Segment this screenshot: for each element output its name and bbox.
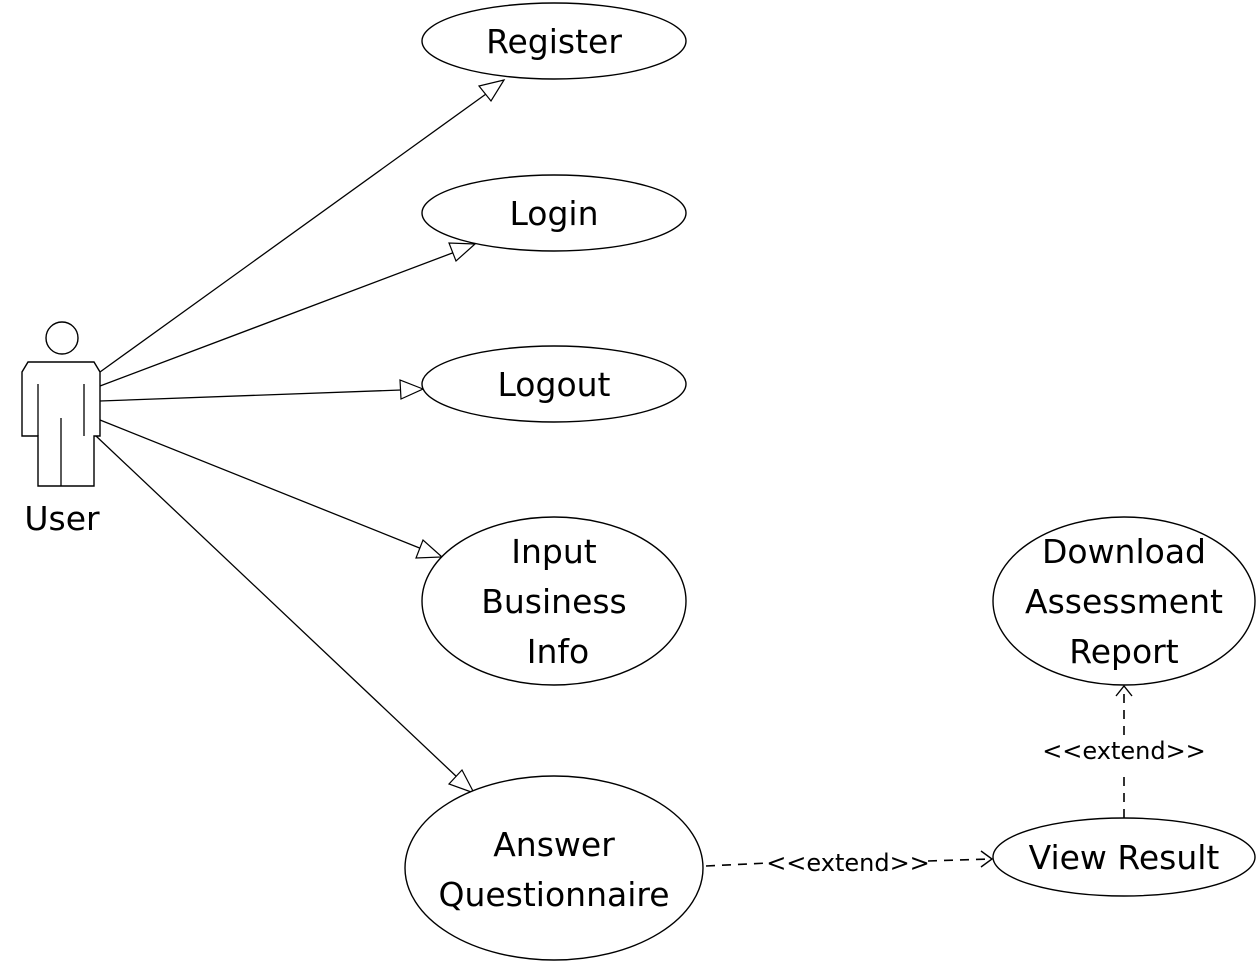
use-case-logout[interactable]: Logout	[421, 345, 687, 423]
svg-text:Download: Download	[1042, 532, 1206, 571]
svg-text:Logout: Logout	[498, 365, 611, 404]
svg-text:Register: Register	[486, 22, 622, 61]
association-answer-questionnaire	[95, 435, 476, 795]
svg-text:Login: Login	[509, 194, 598, 233]
svg-text:Business: Business	[481, 582, 627, 621]
use-case-register[interactable]: Register	[421, 2, 687, 80]
actor-user[interactable]: User	[21, 321, 101, 538]
svg-text:Questionnaire: Questionnaire	[438, 875, 669, 914]
use-case-answer-questionnaire[interactable]: Answer Questionnaire	[404, 775, 704, 961]
association-logout	[99, 379, 425, 402]
svg-text:View Result: View Result	[1029, 838, 1220, 877]
svg-text:Report: Report	[1069, 632, 1178, 671]
extend-answer-to-view-result: <<extend>>	[705, 849, 994, 877]
actor-head	[45, 321, 79, 355]
svg-text:Assessment: Assessment	[1025, 582, 1223, 621]
actor-label: User	[24, 499, 100, 538]
association-login	[99, 242, 477, 387]
use-case-input-business-info[interactable]: Input Business Info	[421, 516, 687, 686]
use-case-view-result[interactable]: View Result	[992, 817, 1256, 897]
svg-text:Input: Input	[511, 532, 597, 571]
use-case-download-assessment-report[interactable]: Download Assessment Report	[992, 516, 1256, 686]
extend-view-result-to-download: <<extend>>	[1042, 684, 1206, 818]
extend-label: <<extend>>	[766, 849, 930, 877]
association-input-business-info	[99, 419, 444, 559]
extend-label: <<extend>>	[1042, 737, 1206, 765]
use-case-login[interactable]: Login	[421, 174, 687, 252]
association-register	[99, 79, 506, 373]
svg-text:Answer: Answer	[493, 825, 615, 864]
svg-text:Info: Info	[527, 632, 589, 671]
